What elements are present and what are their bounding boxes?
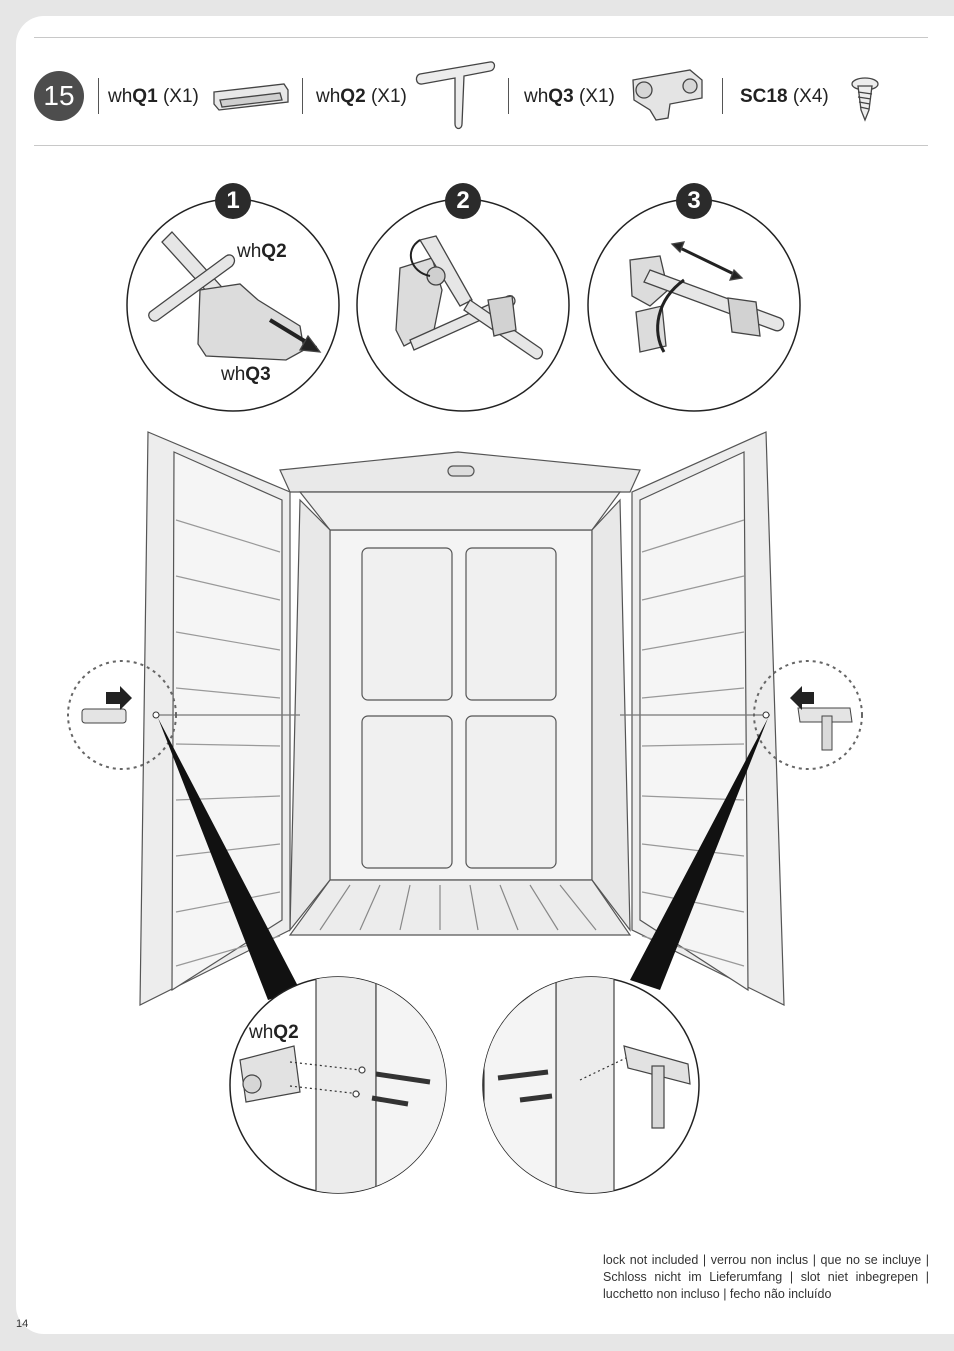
bottom-detail-circle-right: [482, 976, 700, 1194]
callout-number-2: 2: [445, 183, 481, 219]
part-label-whq1: whQ1 (X1): [108, 86, 199, 107]
parts-divider: [302, 78, 303, 114]
step-detail-circle-2: [356, 198, 570, 412]
detail-label-whq2: whQ2: [249, 1022, 299, 1043]
part-label-sc18: SC18 (X4): [740, 86, 829, 107]
parts-divider: [98, 78, 99, 114]
screw-part-icon: [851, 77, 879, 122]
part-label-whq2: whQ2 (X1): [316, 86, 407, 107]
step-detail-circle-3: [587, 198, 801, 412]
left-detail-pointer: [158, 718, 300, 1000]
parts-divider: [508, 78, 509, 114]
left-hardware-callout: [67, 660, 177, 770]
part-label-whq3: whQ3 (X1): [524, 86, 615, 107]
step-detail-circle-1: [126, 198, 340, 412]
parts-divider: [722, 78, 723, 114]
callout-label-whq3: whQ3: [221, 364, 271, 385]
lock-not-included-note: lock not included | verrou non inclus | …: [603, 1253, 929, 1301]
callout-number-1: 1: [215, 183, 251, 219]
step-number-badge: 15: [34, 71, 84, 121]
header-top-rule: [34, 37, 928, 38]
shed-illustration: [139, 431, 785, 1006]
callout-number-3: 3: [676, 183, 712, 219]
handle-part-icon: [213, 83, 289, 111]
latch-bracket-part-icon: [632, 69, 703, 121]
bottom-detail-circle-left: [229, 976, 447, 1194]
t-bar-part-icon: [415, 61, 496, 130]
right-detail-pointer: [630, 718, 768, 990]
page-number: 14: [16, 1318, 29, 1330]
callout-label-whq2: whQ2: [237, 241, 287, 262]
right-hardware-callout: [753, 660, 863, 770]
header-bottom-rule: [34, 145, 928, 146]
